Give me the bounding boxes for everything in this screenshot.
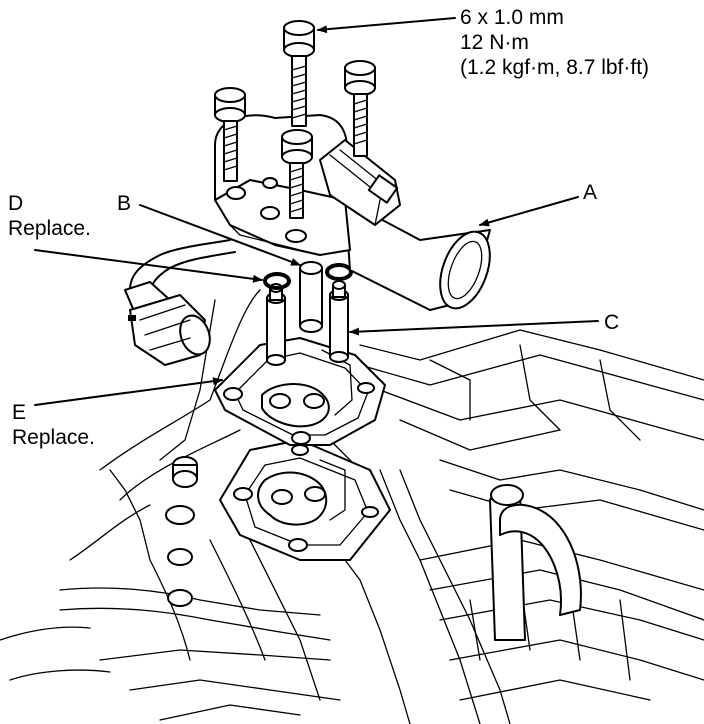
valve-body-face	[219, 439, 391, 561]
callout-b: B	[117, 192, 132, 215]
pipe-b	[299, 261, 323, 333]
callout-c: C	[604, 311, 620, 334]
gasket-e	[214, 337, 386, 446]
leader-d	[34, 249, 263, 283]
filter-pipes-c	[266, 280, 349, 366]
housing-bolt-heads	[109, 456, 198, 607]
callout-e-note: Replace.	[12, 426, 95, 449]
callout-a: A	[583, 181, 598, 204]
bolt-torque-label: 12 N·m	[460, 31, 529, 54]
hose	[489, 484, 582, 641]
bolt-torque-alt-label: (1.2 kgf·m, 8.7 lbf·ft)	[460, 56, 650, 79]
leader-lines	[34, 17, 599, 406]
leader-c	[349, 320, 599, 336]
wire-harness	[124, 239, 236, 366]
leader-a	[479, 196, 579, 227]
callout-e: E	[12, 401, 27, 424]
leader-bolt-spec	[317, 17, 456, 34]
leader-b	[139, 204, 301, 266]
o-rings-d	[263, 263, 353, 290]
bolt-size-label: 6 x 1.0 mm	[460, 6, 564, 29]
mounting-bolts	[214, 20, 376, 219]
callout-d: D	[8, 192, 24, 215]
callout-d-note: Replace.	[8, 217, 91, 240]
leader-e	[34, 377, 223, 406]
solenoid-valve-a	[214, 114, 491, 311]
